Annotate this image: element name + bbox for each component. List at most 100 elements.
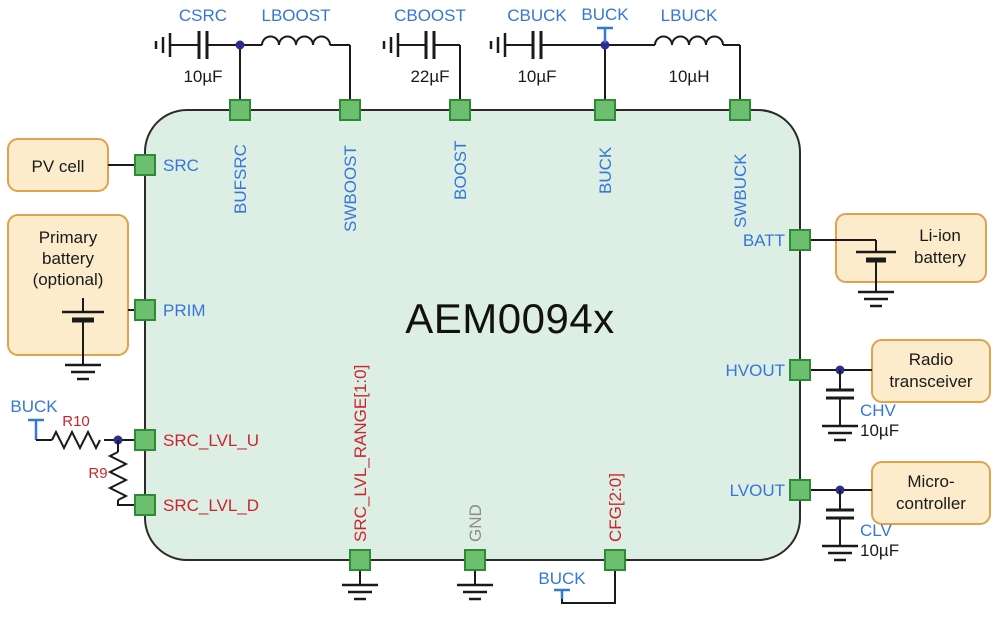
inductor-lboost-label: LBOOST — [262, 6, 331, 25]
radio-transceiver-label-1: Radio — [909, 350, 953, 369]
pv-cell-label: PV cell — [32, 157, 85, 176]
pin-cfg-label: CFG[2:0] — [606, 473, 625, 542]
pin-gnd — [464, 549, 486, 571]
pin-cfg — [604, 549, 626, 571]
net-label-buck-left: BUCK — [10, 397, 58, 416]
pin-buck-label: BUCK — [596, 146, 615, 194]
wire — [117, 500, 135, 506]
junction-dot — [600, 40, 610, 50]
inductor-lbuck-label: LBUCK — [661, 6, 718, 25]
battery-symbol-primary — [62, 298, 104, 365]
ground-symbol-primary — [65, 363, 101, 381]
capacitor-cboost — [424, 31, 436, 59]
block-li-ion-battery: Li-ion battery — [810, 213, 987, 308]
net-label-buck-bottom: BUCK — [538, 569, 586, 588]
primary-battery-label-1: Primary — [39, 228, 98, 247]
microcontroller-box — [871, 461, 991, 525]
pin-lvout — [789, 479, 811, 501]
csrc-branch: CSRC 10µF LBOOST — [154, 6, 351, 100]
ground-symbol-li-ion — [858, 290, 894, 308]
ground-symbol-cboost — [382, 33, 400, 57]
pin-bufsrc — [229, 99, 251, 121]
block-radio-transceiver: Radio transceiver CHV 10µF — [810, 339, 991, 442]
pin-prim-label: PRIM — [163, 301, 206, 320]
microcontroller-label-1: Micro- — [907, 472, 954, 491]
cfg-buck-branch: BUCK — [538, 569, 616, 604]
net-tick-buck-top — [597, 26, 613, 43]
pin-src-lvl-d — [134, 494, 156, 516]
ground-symbol-cbuck — [489, 33, 507, 57]
capacitor-csrc-value: 10µF — [183, 67, 222, 86]
resistor-r10-label: R10 — [62, 413, 90, 430]
resistor-r9 — [107, 451, 129, 501]
pin-prim — [134, 299, 156, 321]
primary-battery-label-2: battery — [42, 249, 94, 268]
ground-symbol-gnd — [457, 583, 493, 601]
radio-transceiver-label-2: transceiver — [889, 372, 972, 391]
primary-battery-box — [7, 214, 129, 356]
ground-symbol-csrc — [154, 33, 172, 57]
capacitor-cbuck-label: CBUCK — [507, 6, 567, 25]
chip-pins — [134, 99, 811, 571]
pin-src — [134, 154, 156, 176]
inductor-lboost — [261, 35, 331, 46]
capacitor-cbuck-value: 10µF — [517, 67, 556, 86]
pin-hvout — [789, 359, 811, 381]
resistor-r10 — [51, 429, 101, 451]
block-pv-cell: PV cell — [7, 138, 135, 192]
junction-dot — [235, 40, 245, 50]
net-label-buck-top: BUCK — [581, 5, 629, 24]
capacitor-csrc — [197, 31, 209, 59]
pin-batt — [789, 229, 811, 251]
pin-src-lvl-range-label: SRC_LVL_RANGE[1:0] — [351, 365, 370, 542]
capacitor-cboost-value: 22µF — [410, 67, 449, 86]
battery-symbol-li-ion — [856, 240, 896, 292]
pin-bufsrc-label: BUFSRC — [231, 144, 250, 214]
capacitor-cbuck — [531, 31, 543, 59]
pin-src-label: SRC — [163, 156, 199, 175]
capacitor-clv — [826, 508, 854, 520]
pin-labels: BUFSRC SWBOOST BOOST BUCK SWBUCK SRC PRI… — [163, 140, 785, 542]
buck-divider-branch: BUCK R10 R9 — [10, 397, 135, 506]
capacitor-chv — [826, 388, 854, 400]
pin-src-lvl-u — [134, 429, 156, 451]
chip-name: AEM0094x — [405, 295, 614, 342]
inductor-lbuck-value: 10µH — [669, 67, 710, 86]
microcontroller-label-2: controller — [896, 494, 966, 513]
ground-symbol-clv — [822, 544, 858, 562]
pin-buck — [594, 99, 616, 121]
primary-battery-label-3: (optional) — [33, 270, 104, 289]
ground-symbol-src-lvl-range — [342, 583, 378, 601]
pin-swbuck-label: SWBUCK — [731, 153, 750, 228]
pin-boost — [449, 99, 471, 121]
li-ion-battery-box — [835, 213, 987, 283]
capacitor-csrc-label: CSRC — [179, 6, 227, 25]
pin-src-lvl-u-label: SRC_LVL_U — [163, 431, 259, 450]
ground-symbol-chv — [822, 424, 858, 442]
pin-lvout-label: LVOUT — [730, 481, 785, 500]
wire — [561, 570, 616, 604]
capacitor-clv-value: 10µF — [860, 541, 899, 560]
net-tick-buck-left — [28, 418, 44, 440]
pin-swboost — [339, 99, 361, 121]
pin-swbuck — [729, 99, 751, 121]
pin-swboost-label: SWBOOST — [341, 145, 360, 232]
li-ion-battery-label-2: battery — [914, 248, 966, 267]
pin-hvout-label: HVOUT — [726, 361, 786, 380]
capacitor-chv-value: 10µF — [860, 421, 899, 440]
net-tick-buck-bottom — [554, 588, 570, 599]
pin-gnd-label: GND — [466, 504, 485, 542]
capacitor-cboost-label: CBOOST — [394, 6, 466, 25]
block-microcontroller: Micro- controller CLV 10µF — [810, 461, 991, 562]
cbuck-branch: BUCK CBUCK 10µF LBUCK 10µH — [489, 5, 741, 100]
resistor-r9-label: R9 — [88, 465, 107, 482]
pin-boost-label: BOOST — [451, 140, 470, 200]
bottom-grounds — [342, 570, 493, 601]
pin-src-lvl-d-label: SRC_LVL_D — [163, 496, 259, 515]
inductor-lbuck — [654, 35, 724, 46]
capacitor-chv-label: CHV — [860, 401, 897, 420]
li-ion-battery-label-1: Li-ion — [919, 226, 961, 245]
block-primary-battery: Primary battery (optional) — [7, 214, 135, 381]
capacitor-clv-label: CLV — [860, 521, 892, 540]
